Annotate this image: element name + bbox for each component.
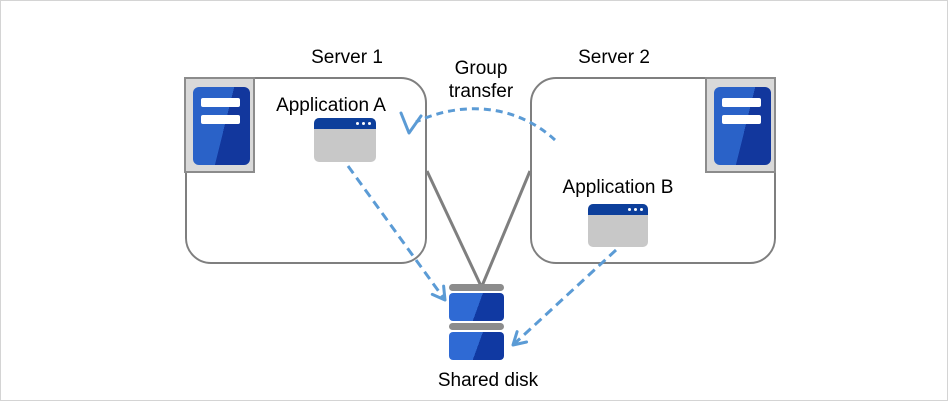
disk-bar bbox=[449, 284, 504, 291]
server1-to-disk-connector bbox=[425, 170, 483, 287]
group-transfer-arrowhead-icon bbox=[399, 111, 423, 135]
window-titlebar bbox=[314, 118, 376, 129]
server2-label: Server 2 bbox=[578, 47, 650, 68]
disk-platter bbox=[449, 293, 504, 321]
shared-disk-label: Shared disk bbox=[437, 370, 539, 391]
drive-slot-icon bbox=[722, 98, 761, 107]
disk-bar bbox=[449, 323, 504, 330]
window-buttons-icon bbox=[355, 121, 371, 125]
window-titlebar bbox=[588, 204, 648, 215]
app-a-to-disk-arrow bbox=[346, 165, 447, 302]
server2-hardware-icon bbox=[705, 77, 776, 173]
shared-disk-icon bbox=[449, 284, 504, 360]
group-transfer-label: Group transfer bbox=[448, 58, 514, 102]
application-b-window-icon bbox=[588, 204, 648, 247]
server-tower-icon bbox=[193, 87, 250, 165]
window-buttons-icon bbox=[627, 207, 643, 211]
group-transfer-arrow bbox=[415, 107, 557, 142]
disk-platter bbox=[449, 332, 504, 360]
server1-hardware-icon bbox=[184, 77, 255, 173]
application-a-window-icon bbox=[314, 118, 376, 162]
drive-slot-icon bbox=[201, 115, 240, 124]
drive-slot-icon bbox=[722, 115, 761, 124]
application-a-label: Application A bbox=[276, 95, 386, 116]
server1-label: Server 1 bbox=[311, 47, 383, 68]
app-b-to-disk-arrow bbox=[511, 248, 618, 347]
server2-to-disk-connector bbox=[480, 170, 532, 287]
server-tower-icon bbox=[714, 87, 771, 165]
drive-slot-icon bbox=[201, 98, 240, 107]
application-b-label: Application B bbox=[562, 177, 674, 198]
